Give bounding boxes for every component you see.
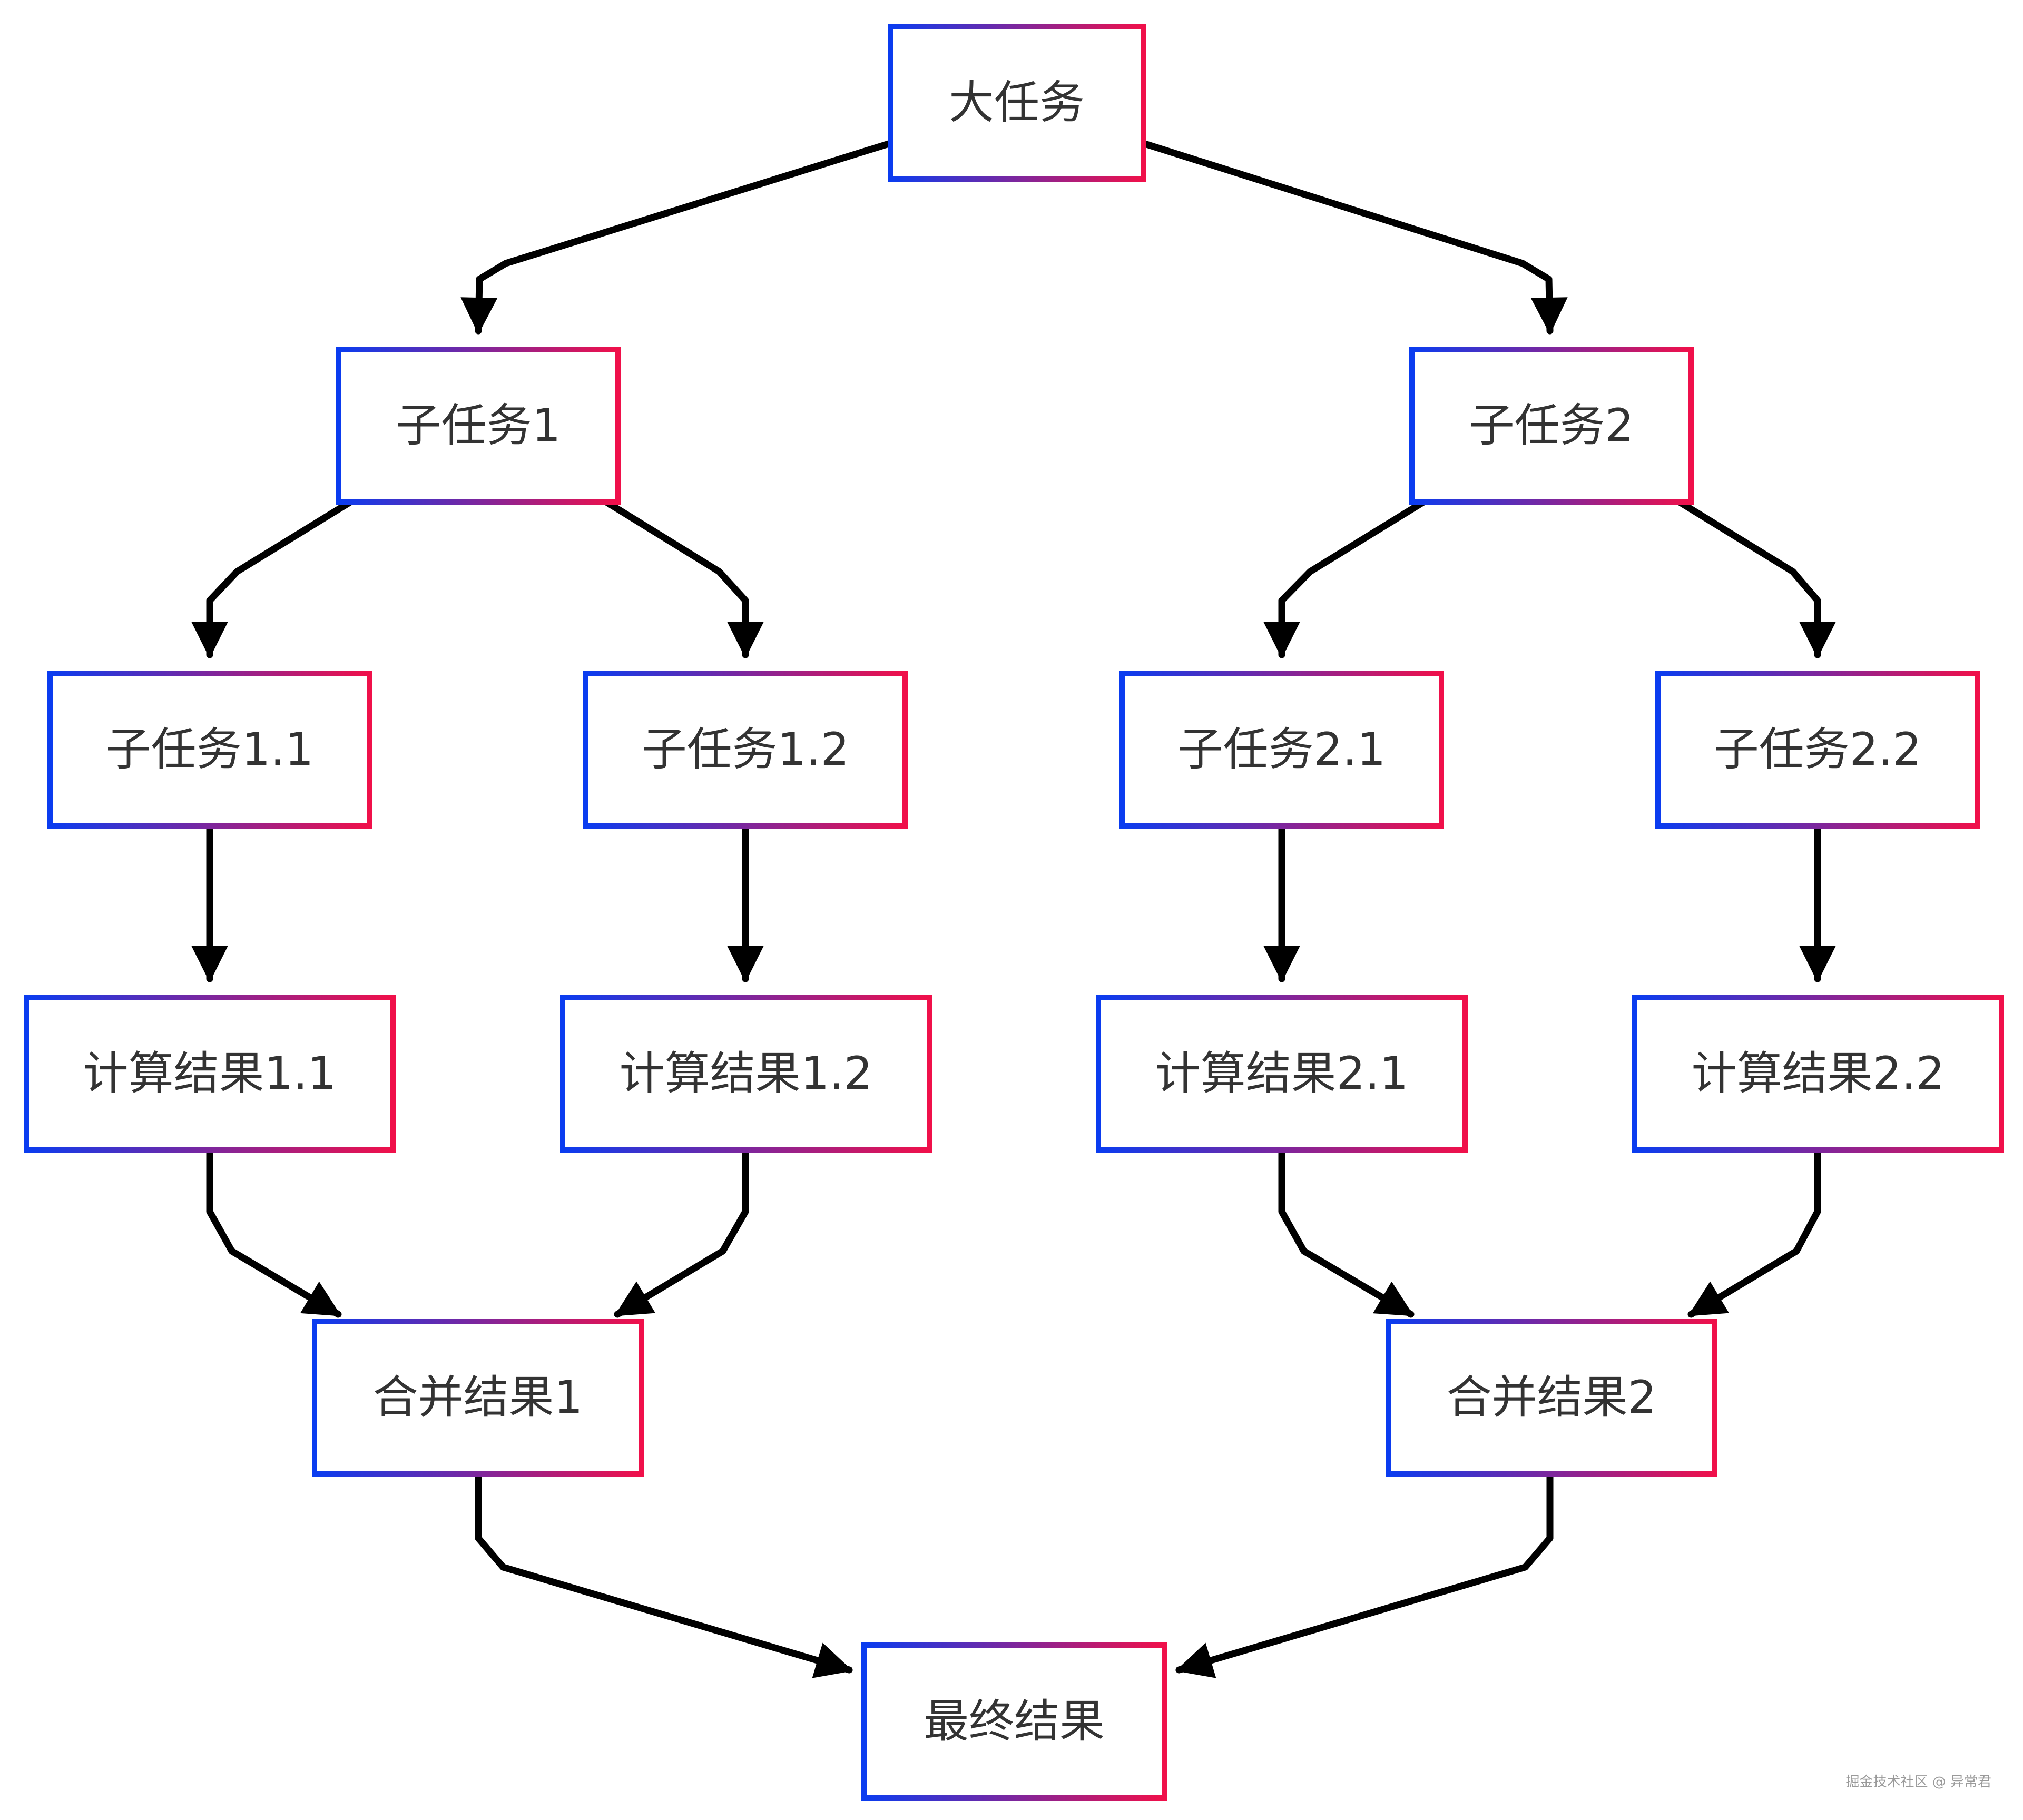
- node-box: [1409, 347, 1694, 505]
- node-r12: 计算结果1.2: [560, 995, 932, 1153]
- node-label: 大任务: [949, 76, 1085, 129]
- node-box: [888, 24, 1146, 182]
- edge-r12-to-m1: [614, 1146, 749, 1318]
- edge-s1-to-s12: [603, 498, 764, 658]
- node-s2: 子任务2: [1409, 347, 1694, 505]
- node-m2: 合并结果2: [1386, 1319, 1717, 1477]
- node-final: 最终结果: [861, 1642, 1167, 1801]
- node-box: [47, 671, 372, 829]
- node-label: 最终结果: [924, 1695, 1105, 1748]
- node-label: 子任务2: [1469, 399, 1634, 452]
- node-r21: 计算结果2.1: [1096, 995, 1468, 1153]
- edge-root-to-s1: [460, 140, 894, 335]
- node-label: 子任务2.2: [1714, 723, 1922, 776]
- node-box: [560, 995, 932, 1153]
- node-s22: 子任务2.2: [1655, 671, 1980, 829]
- node-label: 子任务2.1: [1178, 723, 1386, 776]
- node-root: 大任务: [888, 24, 1146, 182]
- node-r22: 计算结果2.2: [1632, 995, 2004, 1153]
- node-box: [24, 995, 396, 1153]
- node-label: 子任务1.1: [106, 723, 314, 776]
- node-label: 计算结果2.1: [1155, 1047, 1409, 1100]
- edges-layer: [191, 140, 1836, 1678]
- node-s12: 子任务1.2: [583, 671, 908, 829]
- node-box: [1386, 1319, 1717, 1477]
- node-s11: 子任务1.1: [47, 671, 372, 829]
- watermark: 掘金技术社区 @ 异常君: [1845, 1774, 1991, 1790]
- edge-m2-to-final: [1175, 1470, 1554, 1678]
- node-m1: 合并结果1: [312, 1319, 644, 1477]
- edge-r11-to-m1: [206, 1146, 342, 1318]
- node-box: [312, 1319, 644, 1477]
- edge-root-to-s2: [1140, 140, 1568, 335]
- node-box: [336, 347, 621, 505]
- edge-r22-to-m2: [1687, 1146, 1821, 1318]
- node-box: [1632, 995, 2004, 1153]
- node-box: [583, 671, 908, 829]
- node-box: [861, 1642, 1167, 1801]
- node-box: [1096, 995, 1468, 1153]
- node-box: [1119, 671, 1444, 829]
- edge-s2-to-s22: [1676, 498, 1836, 658]
- node-label: 子任务1.2: [642, 723, 850, 776]
- edge-r21-to-m2: [1278, 1146, 1415, 1318]
- node-box: [1655, 671, 1980, 829]
- node-s1: 子任务1: [336, 347, 621, 505]
- node-label: 计算结果1.2: [620, 1047, 873, 1100]
- node-s21: 子任务2.1: [1119, 671, 1444, 829]
- edge-s2-to-s21: [1263, 498, 1427, 658]
- edge-s1-to-s11: [191, 498, 354, 658]
- node-label: 合并结果1: [373, 1371, 583, 1424]
- node-label: 计算结果1.1: [83, 1047, 337, 1100]
- node-r11: 计算结果1.1: [24, 995, 396, 1153]
- node-label: 合并结果2: [1447, 1371, 1657, 1424]
- node-label: 计算结果2.2: [1692, 1047, 1945, 1100]
- edge-m1-to-final: [475, 1470, 853, 1678]
- node-label: 子任务1: [396, 399, 561, 452]
